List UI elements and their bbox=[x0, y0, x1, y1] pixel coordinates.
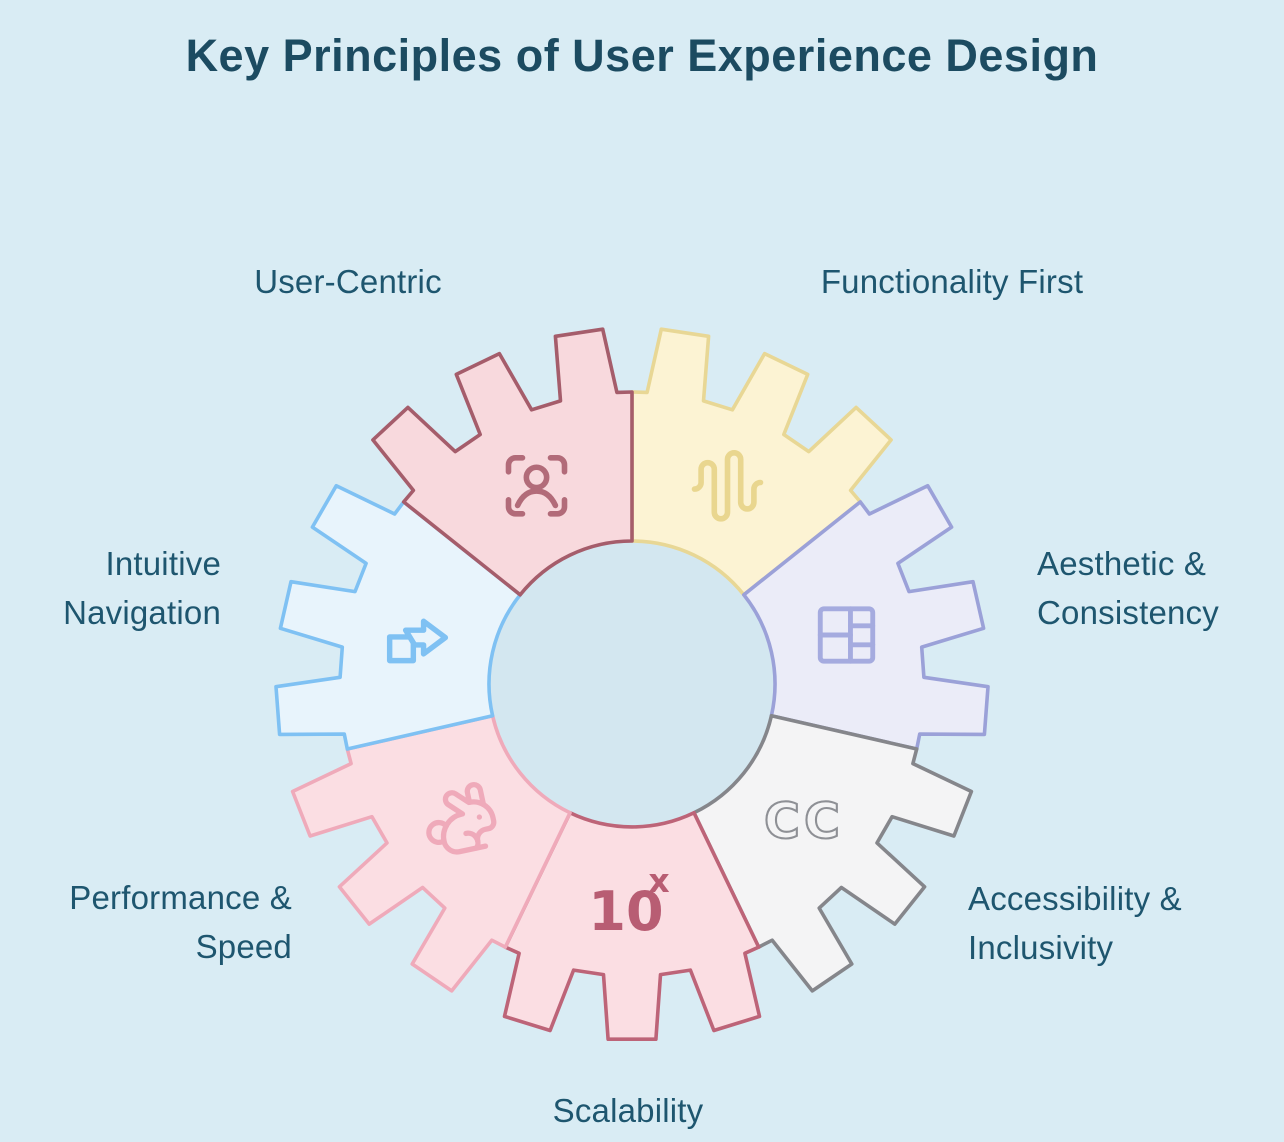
label-line: User-Centric bbox=[254, 263, 442, 300]
audio-waveform-icon bbox=[691, 450, 764, 522]
label-line: Inclusivity bbox=[968, 929, 1114, 966]
label-line: Functionality First bbox=[820, 263, 1084, 300]
label-line: Consistency bbox=[1037, 594, 1219, 631]
label-user-centric: User-Centric bbox=[28, 257, 668, 306]
gear-segment-user-centric bbox=[371, 327, 634, 597]
label-accessibility-inclusivity: Accessibility & Inclusivity bbox=[968, 874, 1182, 972]
layout-grid-icon bbox=[817, 606, 876, 664]
label-line: Scalability bbox=[552, 1092, 704, 1129]
label-line: Speed bbox=[195, 928, 292, 965]
svg-text:x: x bbox=[648, 861, 669, 900]
exponent-10x-icon: 10 x bbox=[588, 861, 669, 943]
label-aesthetic-consistency: Aesthetic & Consistency bbox=[1037, 539, 1219, 637]
label-functionality-first: Functionality First bbox=[632, 257, 1272, 306]
forward-arrow-icon bbox=[386, 618, 449, 664]
label-line: Aesthetic & bbox=[1037, 545, 1207, 582]
label-line: Accessibility & bbox=[968, 880, 1182, 917]
svg-text:CC: CC bbox=[764, 793, 844, 850]
user-scan-icon bbox=[505, 454, 568, 517]
label-line: Navigation bbox=[63, 594, 221, 631]
gear-hub-circle bbox=[489, 541, 775, 827]
svg-text:10: 10 bbox=[588, 880, 663, 943]
label-scalability: Scalability bbox=[308, 1086, 948, 1135]
label-line: Intuitive bbox=[105, 545, 221, 582]
page-title: Key Principles of User Experience Design bbox=[185, 30, 1099, 81]
rabbit-icon bbox=[426, 782, 497, 855]
label-line: Performance & bbox=[69, 879, 292, 916]
label-performance-speed: Performance & Speed bbox=[69, 873, 292, 971]
closed-captions-icon: CC bbox=[763, 792, 844, 851]
